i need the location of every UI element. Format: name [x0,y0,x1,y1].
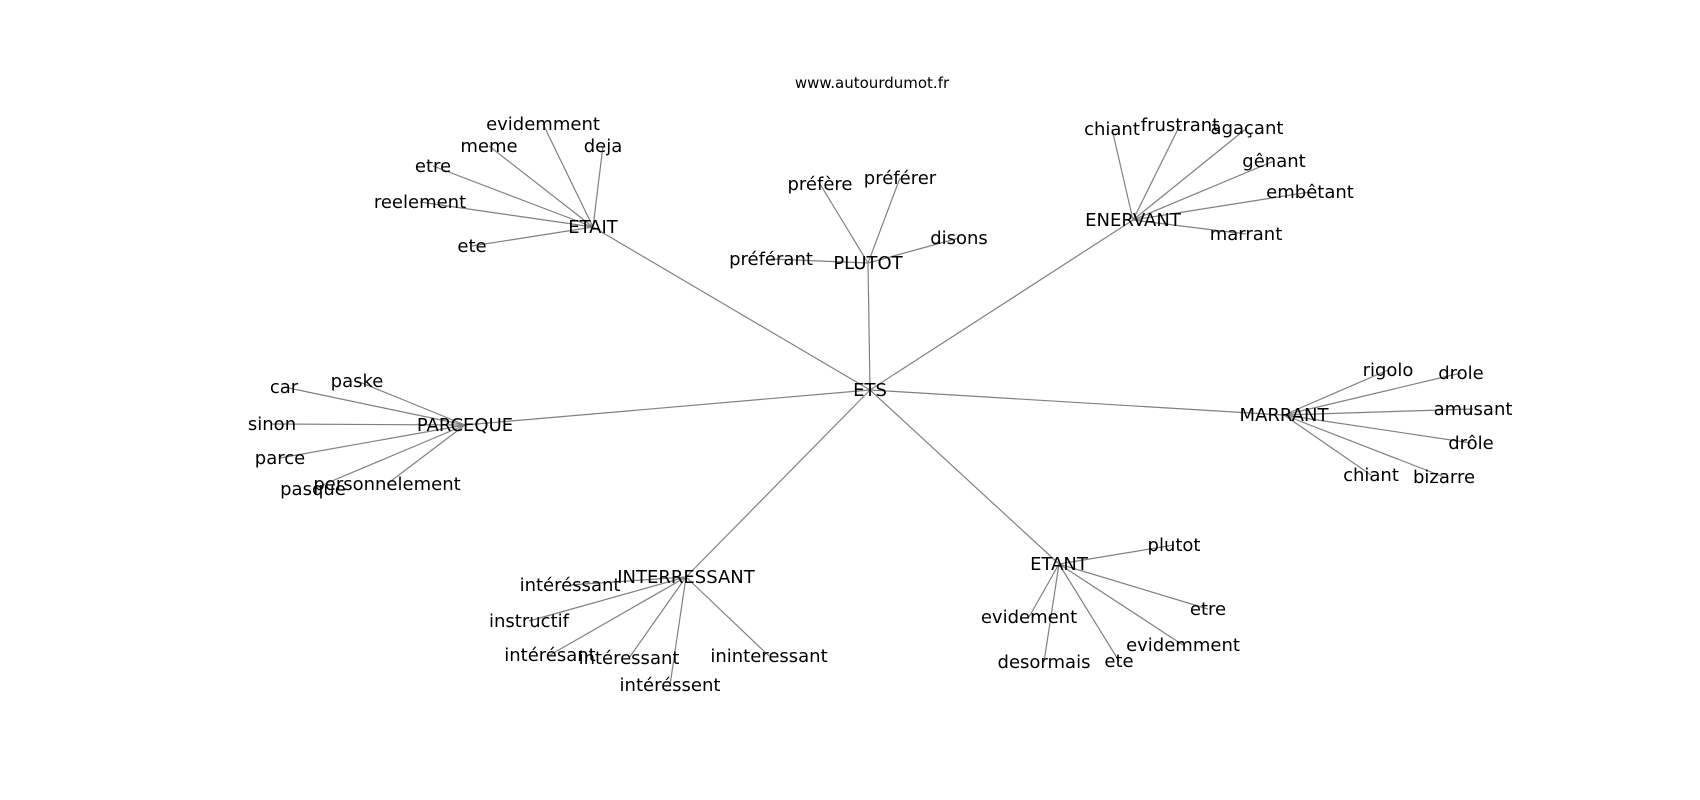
word-node: car [270,377,299,398]
edge-5-5 [669,576,687,686]
word-node: drôle [1448,433,1494,454]
edge-root-4 [869,389,1285,416]
word-node: préférer [864,168,937,189]
edge-1-0 [819,183,869,264]
edge-6-4 [1043,563,1060,663]
word-node: reelement [374,192,466,213]
word-node: bizarre [1413,467,1475,488]
hub-node: ETANT [1030,554,1089,575]
edge-root-6 [869,389,1060,565]
word-node: frustrant [1141,115,1219,136]
edge-2-5 [1132,219,1247,235]
word-node: etre [415,156,451,177]
edge-3-1 [283,386,466,426]
edge-0-4 [419,201,594,228]
word-node: plutot [1148,535,1201,556]
edge-root-5 [685,389,871,578]
word-node: evidemment [486,114,600,135]
edge-4-3 [1283,414,1472,444]
edge-root-2 [869,219,1134,391]
edge-2-3 [1132,160,1275,221]
word-node: paske [331,371,384,392]
hub-node: PARCEQUE [417,415,513,436]
edge-5-2 [549,576,687,656]
word-node: deja [584,136,623,157]
word-node: personnelement [313,474,460,495]
edge-1-1 [867,177,901,264]
edge-4-5 [1283,414,1445,478]
word-node: ete [1104,651,1133,672]
edge-6-5 [1058,563,1120,662]
hub-node: ETAIT [568,217,619,238]
edge-3-0 [356,380,466,426]
word-node: chiant [1084,119,1140,140]
hub-node: INTERRESSANT [617,567,755,588]
word-node: intéréssent [620,675,721,696]
word-node: ininteressant [710,646,827,667]
edge-0-2 [592,145,604,228]
edge-root-3 [464,389,871,426]
word-node: intérésant [504,645,596,666]
word-node: ete [457,236,486,257]
edge-2-4 [1132,191,1311,221]
edge-5-4 [685,576,770,657]
hub-node: ENERVANT [1085,210,1182,231]
word-node: intéressant [579,648,680,669]
edge-3-5 [312,424,466,490]
word-node: rigolo [1363,360,1414,381]
word-node: amusant [1434,399,1513,420]
edge-3-2 [271,423,466,426]
word-node: gênant [1242,151,1305,172]
edge-root-1 [867,262,871,391]
site-credit: www.autourdumot.fr [795,74,950,92]
edge-4-4 [1283,414,1372,476]
edge-6-3 [1058,563,1184,646]
edge-1-2 [867,237,960,264]
edge-6-1 [1028,563,1060,618]
word-node: chiant [1343,465,1399,486]
edge-4-2 [1283,408,1474,416]
edge-2-1 [1132,124,1181,221]
word-node: evidement [981,607,1077,628]
edge-4-0 [1283,369,1389,416]
word-node: desormais [998,652,1091,673]
word-node: disons [930,228,988,249]
edge-5-0 [569,576,687,586]
word-node: parce [255,448,305,469]
word-node: meme [460,136,517,157]
edge-6-2 [1058,563,1209,610]
edge-2-2 [1132,127,1248,221]
word-node: sinon [248,414,296,435]
word-node: evidemment [1126,635,1240,656]
edges-layer [271,123,1474,686]
edge-3-3 [279,424,466,459]
edge-root-0 [592,226,871,391]
edge-3-4 [386,424,466,485]
edge-6-0 [1058,544,1175,565]
word-node: préfère [788,174,853,195]
word-node: etre [1190,599,1226,620]
edge-1-3 [770,258,869,264]
edge-0-0 [542,123,594,228]
edge-2-0 [1111,128,1134,221]
word-node: instructif [489,611,570,632]
hub-node: PLUTOT [833,253,903,274]
edge-5-1 [528,576,687,622]
word-node: drole [1438,363,1484,384]
word-node: embêtant [1266,182,1354,203]
edge-0-1 [488,145,594,228]
edge-0-5 [471,226,594,247]
edge-5-3 [628,576,687,659]
word-node: agaçant [1211,118,1284,139]
edge-0-3 [432,165,594,228]
word-node: pasque [280,479,346,500]
edge-4-1 [1283,372,1462,416]
word-node: préférant [729,249,813,270]
word-node: marrant [1210,224,1283,245]
word-node: intéréssant [520,575,621,596]
root-node: ETS [853,380,887,401]
hub-node: MARRANT [1240,405,1330,426]
